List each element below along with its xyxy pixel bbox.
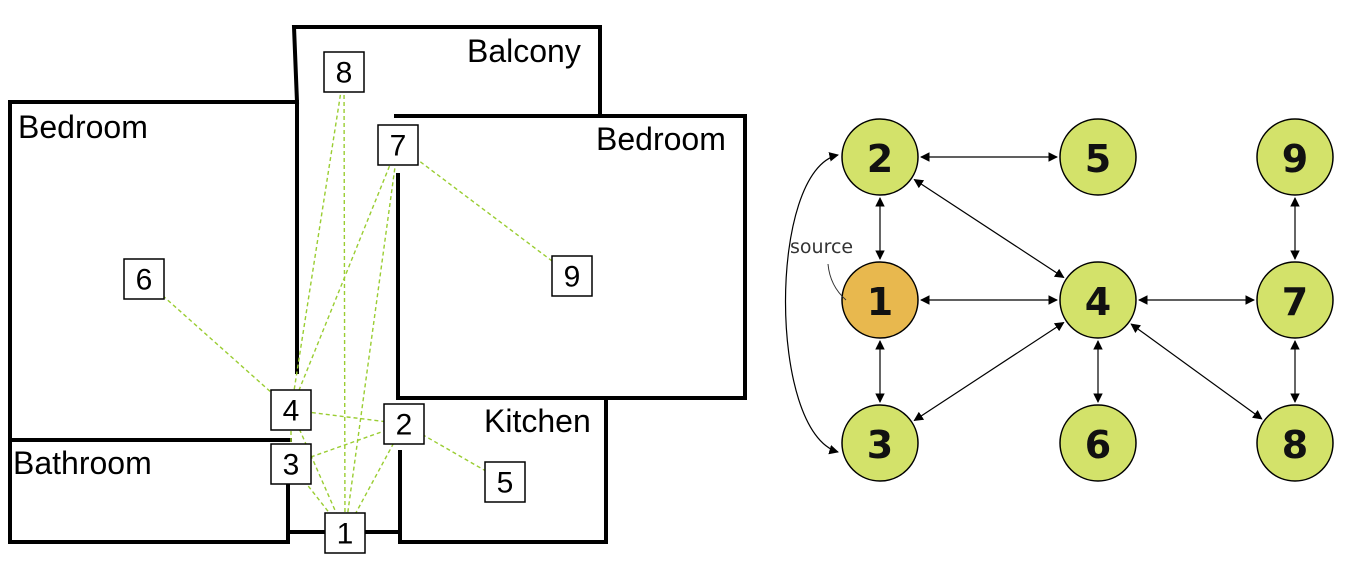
marker-connection-1-7: [344, 144, 399, 534]
graph-node-circle: [841, 404, 919, 482]
graph-nodes: 1 2 3 4 5 6 7 8 9: [841, 118, 1334, 482]
location-marker-4: 4: [270, 389, 312, 431]
graph-node-circle: [1256, 261, 1334, 339]
location-marker-label: 6: [136, 264, 153, 297]
location-marker-box: [323, 51, 365, 93]
location-marker-5: 5: [484, 461, 526, 503]
graph-node-circle: [1059, 261, 1137, 339]
graph-edges: [785, 152, 1300, 455]
wall-right-bedroom-inner: [396, 173, 747, 400]
graph-edge-3-4: [913, 321, 1065, 422]
location-marker-8: 8: [323, 51, 365, 93]
marker-connection-7-9: [397, 144, 573, 277]
location-marker-label: 7: [390, 130, 407, 163]
room-label-kitchen: Kitchen: [484, 403, 591, 439]
location-marker-label: 3: [283, 449, 300, 482]
room-label-bathroom: Bathroom: [13, 445, 152, 481]
location-marker-box: [270, 443, 312, 485]
wall-outer-left: [8, 100, 290, 544]
graph-node-label: 9: [1282, 137, 1308, 181]
location-marker-box: [270, 389, 312, 431]
graph-node-label: 6: [1085, 423, 1111, 467]
graph-node-label: 8: [1282, 423, 1308, 467]
graph-node-label: 5: [1085, 137, 1111, 181]
location-marker-box: [123, 258, 165, 300]
location-marker-box: [551, 255, 593, 297]
graph-node-9: 9: [1256, 118, 1334, 196]
marker-connection-1-8: [343, 71, 346, 534]
floor-plan: Bedroom Balcony Bedroom Kitchen Bathroom…: [8, 25, 747, 554]
source-label: source: [790, 236, 853, 258]
room-label-balcony: Balcony: [467, 33, 581, 69]
wall-balcony: [291, 25, 602, 118]
graph-node-circle-source: [841, 261, 919, 339]
graph-node-3: 3: [841, 404, 919, 482]
graph-node-2: 2: [841, 118, 919, 196]
walls: [8, 25, 747, 544]
graph-node-circle: [1256, 404, 1334, 482]
location-marker-1: 1: [324, 512, 366, 554]
location-marker-7: 7: [377, 124, 419, 166]
graph-node-6: 6: [1059, 404, 1137, 482]
graph-node-circle: [1059, 118, 1137, 196]
room-label-bedroom-right: Bedroom: [596, 121, 726, 157]
location-marker-box: [324, 512, 366, 554]
location-marker-label: 5: [497, 467, 514, 500]
graph-node-8: 8: [1256, 404, 1334, 482]
location-markers: 1 2 3 4 5 6 7 8 9: [123, 51, 593, 554]
marker-connection-2-5: [403, 423, 506, 483]
graph-edge-4-8: [1130, 323, 1263, 420]
location-marker-box: [484, 461, 526, 503]
graph-node-5: 5: [1059, 118, 1137, 196]
marker-connection-4-8: [290, 71, 345, 411]
graph-node-label: 1: [867, 280, 893, 324]
wall-kitchen: [398, 396, 608, 544]
location-marker-box: [377, 124, 419, 166]
graph-node-circle: [841, 118, 919, 196]
graph-node-4: 4: [1059, 261, 1137, 339]
location-marker-label: 1: [337, 518, 354, 551]
graph-node-label: 7: [1282, 280, 1308, 324]
room-label-bedroom-left: Bedroom: [18, 109, 148, 145]
location-marker-label: 2: [396, 409, 413, 442]
graph-node-circle: [1256, 118, 1334, 196]
graph-node-label: 4: [1085, 280, 1111, 324]
location-marker-label: 4: [283, 395, 300, 428]
graph-node-1: 1: [841, 261, 919, 339]
marker-connection-4-6: [143, 278, 292, 411]
room-labels: Bedroom Balcony Bedroom Kitchen Bathroom: [13, 33, 726, 481]
location-marker-box: [383, 403, 425, 445]
location-marker-2: 2: [383, 403, 425, 445]
source-pointer: [827, 263, 847, 301]
connectivity-graph: 1 2 3 4 5 6 7 8 9 source: [785, 118, 1334, 482]
graph-node-label: 2: [867, 137, 893, 181]
graph-node-circle: [1059, 404, 1137, 482]
wall-right-bedroom-top: [394, 114, 747, 400]
location-marker-3: 3: [270, 443, 312, 485]
graph-edge-2-4: [913, 178, 1065, 279]
source-annotation: source: [790, 236, 853, 301]
graph-edge-2-3-curved: [785, 152, 839, 455]
location-marker-label: 8: [336, 57, 353, 90]
location-marker-6: 6: [123, 258, 165, 300]
graph-node-7: 7: [1256, 261, 1334, 339]
location-marker-9: 9: [551, 255, 593, 297]
location-marker-label: 9: [564, 261, 581, 294]
graph-node-label: 3: [867, 423, 893, 467]
